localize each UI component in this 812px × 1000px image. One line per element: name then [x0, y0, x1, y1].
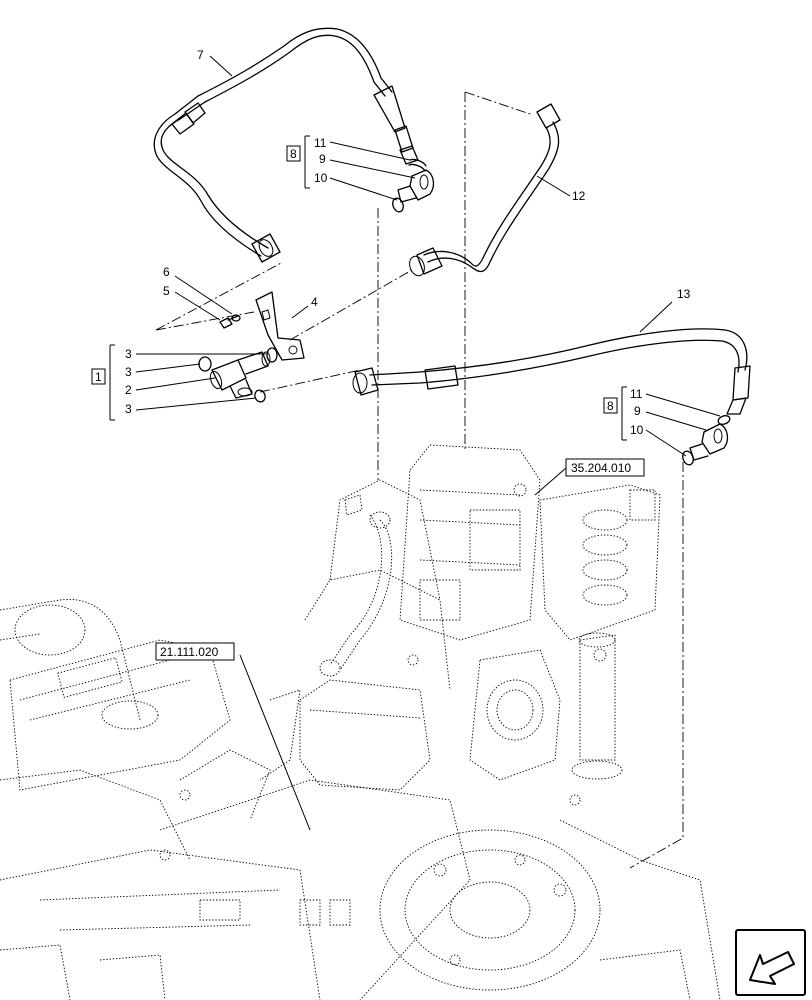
- callout-10-upper: 10: [314, 171, 328, 185]
- reference-label-21-111-020: 21.111.020: [160, 645, 219, 659]
- arrow-bottom-left-icon[interactable]: [735, 929, 806, 996]
- reference-label-35-204-010: 35.204.010: [571, 461, 631, 475]
- tractor-rear-assembly: [0, 444, 721, 1000]
- tee-fitting-2[interactable]: [208, 351, 271, 399]
- bolt-5[interactable]: [219, 315, 239, 329]
- callout-8-upper: 8: [290, 147, 297, 161]
- kit-box-1: [91, 368, 106, 385]
- kit-box-8-lower: [603, 397, 618, 414]
- bracket-4[interactable]: [255, 291, 305, 361]
- callout-2: 2: [125, 383, 132, 397]
- callout-7: 7: [197, 48, 204, 62]
- callout-4: 4: [311, 295, 318, 309]
- callout-3c: 3: [125, 402, 132, 416]
- callout-8-lower: 8: [607, 399, 614, 413]
- callout-5: 5: [163, 284, 170, 298]
- fitting-group-8-lower[interactable]: [681, 414, 731, 466]
- callout-6: 6: [163, 265, 170, 279]
- callout-12: 12: [572, 189, 586, 203]
- callout-11-lower: 11: [630, 387, 643, 401]
- callout-13: 13: [677, 287, 691, 301]
- callout-9-lower: 9: [634, 404, 641, 418]
- callout-10-lower: 10: [630, 423, 644, 437]
- reference-35-204-010[interactable]: 35.204.010: [565, 458, 645, 477]
- callout-3b: 3: [125, 365, 132, 379]
- hose-13[interactable]: [352, 328, 751, 415]
- hose-12[interactable]: [407, 103, 561, 278]
- callout-9-upper: 9: [319, 152, 326, 166]
- reference-21-111-020[interactable]: 21.111.020: [155, 642, 235, 661]
- callout-3a: 3: [125, 347, 132, 361]
- callout-1: 1: [95, 370, 102, 384]
- connection-lines: [155, 91, 684, 869]
- callout-11-upper: 11: [314, 136, 327, 150]
- kit-box-8-upper: [286, 145, 301, 162]
- fitting-group-8-upper[interactable]: [391, 158, 435, 213]
- hose-7[interactable]: [153, 27, 419, 263]
